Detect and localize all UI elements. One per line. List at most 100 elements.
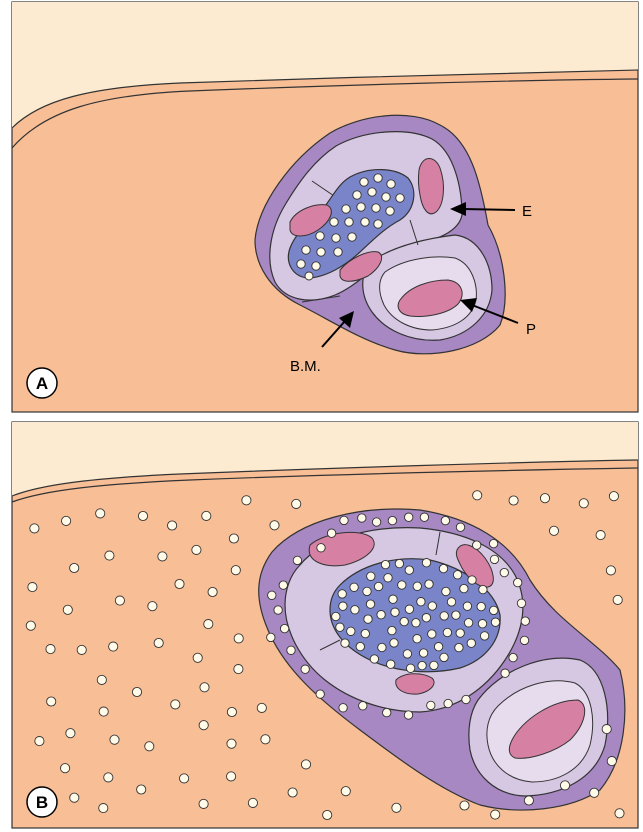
particle bbox=[460, 801, 469, 810]
particle bbox=[418, 661, 426, 669]
particle bbox=[447, 598, 455, 606]
particle bbox=[61, 764, 70, 773]
particle bbox=[453, 571, 461, 579]
particle bbox=[347, 627, 355, 635]
particle bbox=[292, 499, 301, 508]
particle bbox=[229, 534, 238, 543]
particle bbox=[383, 708, 391, 716]
particle bbox=[199, 799, 208, 808]
particle bbox=[452, 611, 460, 619]
particle bbox=[363, 587, 371, 595]
particle bbox=[428, 630, 436, 638]
particle bbox=[391, 608, 399, 616]
particle bbox=[540, 494, 549, 503]
particle bbox=[389, 595, 397, 603]
particle bbox=[372, 518, 380, 526]
particle bbox=[517, 599, 525, 607]
particle bbox=[413, 635, 421, 643]
particle bbox=[456, 629, 464, 637]
particle bbox=[422, 614, 430, 622]
particle bbox=[440, 612, 448, 620]
label-p: P bbox=[526, 321, 536, 338]
particle bbox=[204, 620, 213, 629]
particle bbox=[398, 581, 406, 589]
particle bbox=[137, 785, 146, 794]
particle bbox=[109, 642, 118, 651]
particle bbox=[378, 643, 386, 651]
particle bbox=[463, 602, 471, 610]
particle bbox=[404, 711, 412, 719]
particle bbox=[501, 669, 509, 677]
particle bbox=[388, 516, 396, 524]
particle bbox=[110, 735, 119, 744]
particle bbox=[430, 661, 438, 669]
particle bbox=[384, 574, 392, 582]
particle bbox=[341, 787, 350, 796]
particle bbox=[422, 559, 430, 567]
particle bbox=[440, 653, 448, 661]
particle bbox=[168, 521, 177, 530]
particle bbox=[317, 544, 325, 552]
particle bbox=[96, 509, 105, 518]
particle bbox=[200, 683, 209, 692]
particle bbox=[28, 583, 37, 592]
particle bbox=[460, 584, 468, 592]
particle bbox=[267, 633, 275, 641]
particle bbox=[115, 596, 124, 605]
particle bbox=[361, 629, 369, 637]
particle bbox=[339, 704, 347, 712]
particle bbox=[227, 739, 236, 748]
particle bbox=[234, 634, 243, 643]
particle bbox=[491, 810, 500, 819]
particle bbox=[327, 529, 335, 537]
particle bbox=[180, 774, 189, 783]
particle bbox=[606, 566, 615, 575]
particle bbox=[560, 781, 569, 790]
particle bbox=[607, 757, 616, 766]
particle bbox=[579, 499, 588, 508]
particle bbox=[480, 632, 488, 640]
particle bbox=[420, 513, 428, 521]
particle bbox=[388, 626, 396, 634]
particle bbox=[323, 810, 332, 819]
particle bbox=[279, 581, 287, 589]
particle bbox=[524, 796, 533, 805]
particle bbox=[370, 655, 378, 663]
particle bbox=[104, 773, 113, 782]
particle bbox=[70, 793, 79, 802]
particle bbox=[356, 642, 364, 650]
particle bbox=[340, 516, 348, 524]
particle bbox=[403, 650, 411, 658]
particle bbox=[257, 703, 266, 712]
particle bbox=[99, 804, 108, 813]
particle bbox=[242, 496, 251, 505]
particle bbox=[199, 721, 208, 730]
particle bbox=[268, 591, 276, 599]
particle bbox=[366, 600, 374, 608]
particle bbox=[417, 598, 425, 606]
particle bbox=[392, 803, 401, 812]
panel-b: B bbox=[12, 422, 638, 828]
particle bbox=[609, 492, 618, 501]
particle bbox=[490, 606, 498, 614]
particle bbox=[490, 555, 498, 563]
particle bbox=[406, 664, 414, 672]
particle bbox=[478, 620, 486, 628]
particle bbox=[443, 628, 451, 636]
particle bbox=[395, 559, 403, 567]
particle bbox=[444, 699, 452, 707]
particle bbox=[412, 619, 420, 627]
particle bbox=[47, 697, 56, 706]
particle bbox=[390, 639, 398, 647]
particle bbox=[175, 579, 184, 588]
particle bbox=[154, 638, 163, 647]
particle bbox=[148, 602, 157, 611]
particle bbox=[521, 617, 529, 625]
particle bbox=[70, 563, 79, 572]
particle bbox=[227, 772, 236, 781]
particle bbox=[479, 585, 487, 593]
particle bbox=[442, 587, 450, 595]
panel-a: E P B.M. A bbox=[12, 2, 638, 412]
particle bbox=[455, 643, 463, 651]
